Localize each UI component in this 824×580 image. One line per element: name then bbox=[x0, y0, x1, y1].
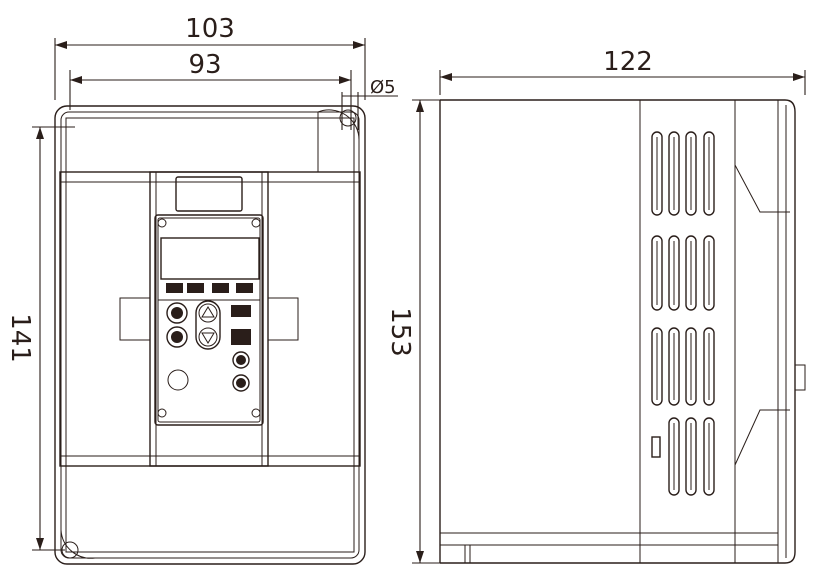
front-dimensions: 103 93 Ø5 141 bbox=[5, 14, 398, 551]
vent-slots bbox=[651, 131, 715, 496]
vent-slot bbox=[651, 327, 663, 406]
vent-slot bbox=[668, 235, 680, 311]
vent-slot bbox=[651, 235, 663, 311]
dim-hole: Ø5 bbox=[370, 77, 396, 98]
func-key-icon bbox=[166, 302, 188, 324]
dim-122: 122 bbox=[603, 47, 653, 77]
dim-141: 141 bbox=[5, 313, 35, 363]
side-view bbox=[439, 99, 806, 564]
vent-slot bbox=[685, 131, 697, 216]
vent-slot bbox=[685, 327, 697, 406]
dim-103: 103 bbox=[185, 14, 235, 44]
side-dimensions: 122 153 bbox=[385, 47, 806, 564]
dim-93: 93 bbox=[188, 50, 221, 80]
dim-153: 153 bbox=[385, 307, 415, 357]
vent-slot bbox=[685, 235, 697, 311]
vent-slot bbox=[668, 327, 680, 406]
vent-slot bbox=[703, 417, 715, 496]
vent-slot bbox=[685, 417, 697, 496]
vent-slot bbox=[703, 235, 715, 311]
run-key bbox=[231, 305, 251, 317]
up-down-keys bbox=[195, 300, 221, 350]
keypad-label-row bbox=[166, 283, 253, 293]
vent-slot bbox=[668, 417, 680, 496]
down-arrow-icon bbox=[201, 332, 215, 344]
shift-key-icon bbox=[166, 326, 188, 348]
stop-key bbox=[231, 329, 251, 345]
vent-slot bbox=[668, 131, 680, 216]
lcd-display bbox=[160, 237, 260, 280]
front-view bbox=[54, 105, 366, 565]
vent-slot bbox=[703, 327, 715, 406]
vent-slot bbox=[703, 131, 715, 216]
vent-slot bbox=[651, 131, 663, 216]
potentiometer bbox=[167, 369, 189, 391]
up-arrow-icon bbox=[201, 306, 215, 318]
